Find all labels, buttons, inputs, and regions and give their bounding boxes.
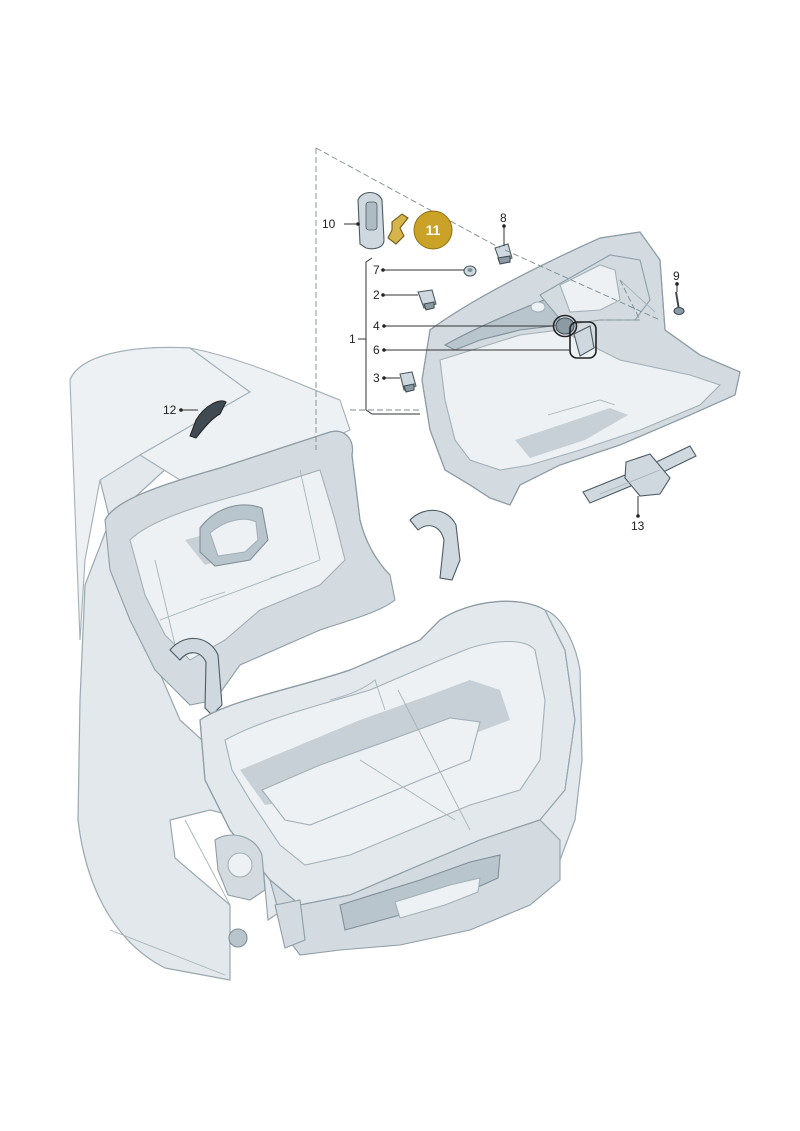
car-body-illustration bbox=[69, 346, 583, 981]
part-9-screw bbox=[673, 291, 685, 316]
part-11-bracket bbox=[387, 213, 409, 245]
part-2-clip bbox=[417, 289, 437, 311]
callout-label-12: 12 bbox=[163, 403, 177, 417]
callout-label-2: 2 bbox=[373, 288, 380, 302]
highlight-badge-11: 11 bbox=[413, 210, 453, 250]
callout-label-3: 3 bbox=[373, 371, 380, 385]
part-12-pull-strap bbox=[189, 400, 227, 439]
assembly-lines bbox=[315, 147, 661, 450]
part-7-nut bbox=[463, 265, 477, 277]
part-13-handle-trim bbox=[582, 445, 697, 504]
callout-label-1: 1 bbox=[349, 332, 356, 346]
callout-label-8: 8 bbox=[500, 211, 507, 225]
callout-label-10: 10 bbox=[322, 217, 336, 231]
callout-label-9: 9 bbox=[673, 269, 680, 283]
part-4-grommet bbox=[552, 314, 578, 338]
part-10-handle bbox=[357, 191, 385, 250]
callout-label-11: 11 bbox=[426, 222, 441, 238]
part-3-clip bbox=[399, 371, 417, 393]
part-8-clip bbox=[494, 243, 513, 265]
part-6-latch-cover bbox=[569, 321, 597, 359]
callout-label-7: 7 bbox=[373, 263, 380, 277]
callout-label-4: 4 bbox=[373, 319, 380, 333]
callout-label-6: 6 bbox=[373, 343, 380, 357]
trunk-lid-trim-panel bbox=[421, 231, 741, 506]
callouts: 11 10 7 2 4 1 6 3 8 9 12 13 bbox=[163, 210, 680, 533]
callout-label-13: 13 bbox=[631, 519, 645, 533]
